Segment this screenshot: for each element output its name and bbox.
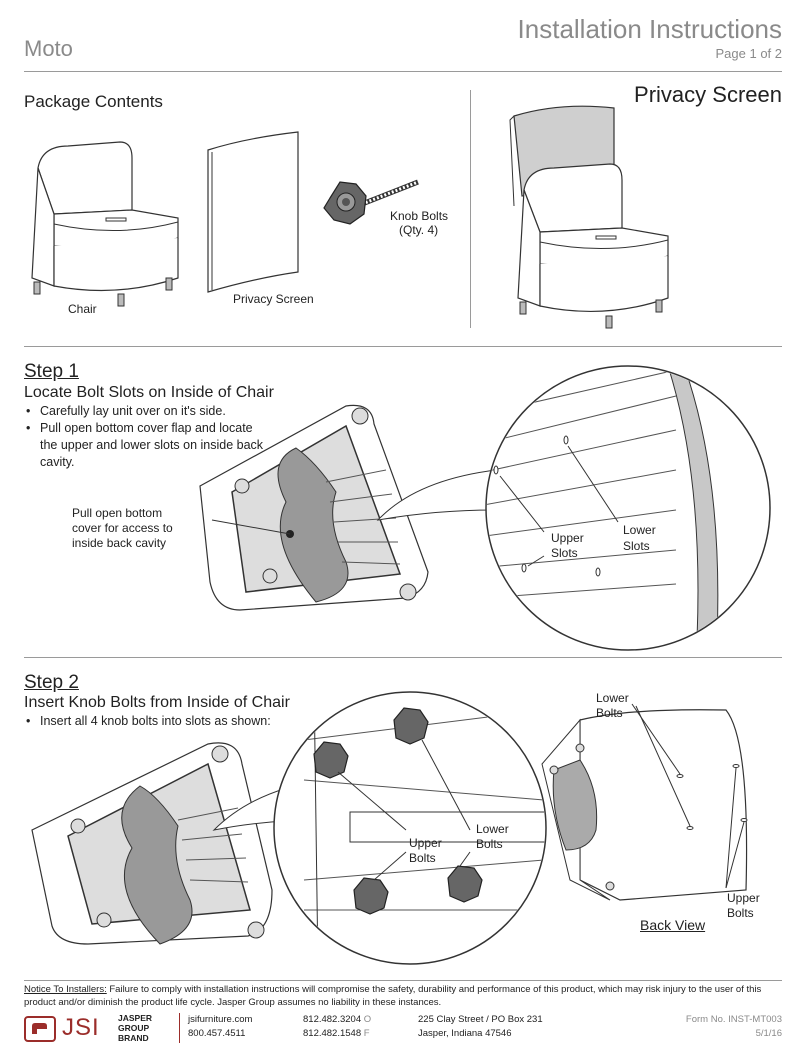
chair-underside-bolts-illustration: [31, 742, 273, 945]
step1-rule: [24, 346, 782, 347]
notice-text: Failure to comply with installation inst…: [24, 984, 762, 1008]
back-lower-bolts-label-2: Bolts: [596, 706, 623, 720]
bolts-detail-illustration: [212, 691, 547, 965]
office-phone: 812.482.3204 O: [303, 1013, 371, 1026]
address-line-2: Jasper, Indiana 47546: [418, 1028, 512, 1039]
slots-detail-illustration: [376, 365, 771, 651]
chair-label: Chair: [68, 302, 97, 316]
back-view-illustration: [541, 703, 748, 901]
doc-title: Installation Instructions: [517, 14, 782, 44]
page-number: Page 1 of 2: [715, 46, 783, 61]
knob: [313, 707, 483, 915]
section-divider: [470, 90, 471, 328]
notice-lead: Notice To Installers:: [24, 984, 107, 995]
step1-bullet: Pull open bottom cover flap and locate t…: [24, 420, 264, 471]
chair-illustration: [31, 141, 179, 307]
jsi-logo-icon: [24, 1016, 56, 1042]
notice-rule: [24, 980, 782, 981]
office-phone-number: 812.482.3204: [303, 1014, 362, 1025]
lower-slots-label: Lower: [623, 523, 656, 537]
step1-bullet: Carefully lay unit over on it's side.: [24, 403, 264, 420]
brand-line-3: BRAND: [118, 1033, 149, 1043]
upper-bolts-label: Upper: [409, 836, 442, 850]
privacy-screen-illustration: [207, 131, 299, 293]
footer-divider: [179, 1013, 180, 1043]
package-heading: Package Contents: [24, 92, 163, 111]
assembled-chair-illustration: [509, 105, 669, 329]
knob-bolts-label: Knob Bolts: [390, 209, 449, 223]
lower-bolts-label-2: Bolts: [476, 837, 503, 851]
website: jsifurniture.com: [188, 1014, 253, 1025]
step1-callout: Pull open bottom cover for access to ins…: [72, 506, 173, 550]
lower-slots-label-2: Slots: [623, 539, 650, 553]
step2-bullets: Insert all 4 knob bolts into slots as sh…: [24, 713, 324, 730]
fax-phone-letter: F: [363, 1028, 370, 1039]
header-rule: [24, 71, 782, 72]
brand-line-1: JASPER: [118, 1013, 153, 1023]
office-phone-letter: O: [363, 1014, 372, 1025]
knob-bolt-icon: [323, 179, 419, 225]
chair-underside-illustration: [199, 404, 429, 611]
step2-title: Insert Knob Bolts from Inside of Chair: [24, 694, 290, 711]
product-title: Privacy Screen: [634, 82, 782, 107]
form-date: 5/1/16: [755, 1028, 782, 1039]
fax-phone: 812.482.1548 F: [303, 1027, 370, 1040]
product-name: Moto: [24, 36, 73, 61]
back-upper-bolts-label-2: Bolts: [727, 906, 754, 920]
upper-bolts-label-2: Bolts: [409, 851, 436, 865]
step1-heading: Step 1: [24, 361, 79, 382]
logo-text: JSI: [62, 1014, 100, 1041]
form-number: Form No. INST-MT003: [685, 1014, 782, 1025]
toll-free: 800.457.4511: [188, 1028, 246, 1039]
upper-slots-label: Upper: [551, 531, 584, 545]
step2-heading: Step 2: [24, 672, 79, 693]
back-view-label: Back View: [640, 917, 706, 933]
address-line-1: 225 Clay Street / PO Box 231: [418, 1014, 543, 1025]
privacy-screen-label: Privacy Screen: [233, 292, 314, 306]
back-upper-bolts-label: Upper: [727, 891, 760, 905]
step2-rule: [24, 657, 782, 658]
fax-phone-number: 812.482.1548: [303, 1028, 362, 1039]
back-lower-bolts-label: Lower: [596, 691, 629, 705]
knob-bolts-qty: (Qty. 4): [399, 223, 439, 237]
step1-bullets: Carefully lay unit over on it's side. Pu…: [24, 403, 264, 471]
step2-bullet: Insert all 4 knob bolts into slots as sh…: [24, 713, 324, 730]
brand-line-2: GROUP: [118, 1023, 150, 1033]
lower-bolts-label: Lower: [476, 822, 509, 836]
step1-title: Locate Bolt Slots on Inside of Chair: [24, 384, 274, 401]
upper-slots-label-2: Slots: [551, 546, 578, 560]
installer-notice: Notice To Installers: Failure to comply …: [24, 983, 782, 1009]
